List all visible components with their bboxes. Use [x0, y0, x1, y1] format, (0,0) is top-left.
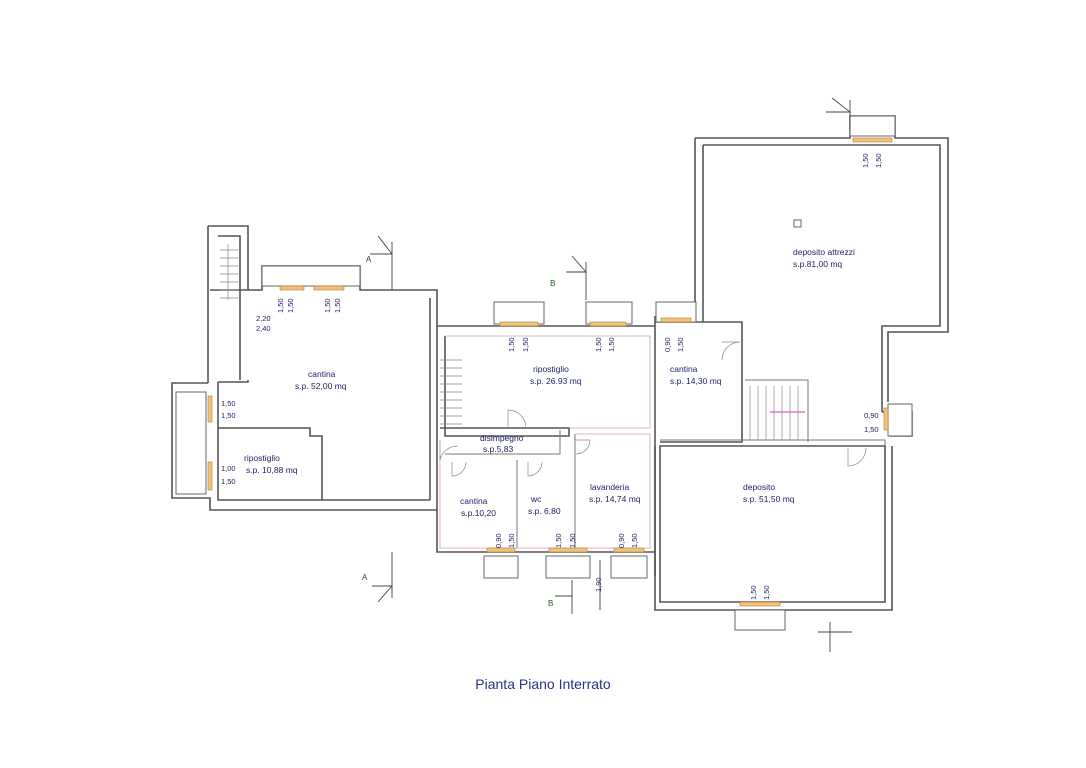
room-area: s.p.81,00 mq — [793, 259, 842, 269]
dim-label: 1,50 — [749, 585, 758, 600]
room-area: s.p. 6,80 — [528, 506, 561, 516]
cut-a-top: A — [366, 255, 372, 264]
dim-label: 1,50 — [607, 337, 616, 352]
room-labels: cantina s.p. 52,00 mq ripostiglio s.p. 1… — [244, 247, 855, 518]
room-area: s.p. 14,30 mq — [670, 376, 722, 386]
cut-b-bottom: B — [548, 599, 553, 608]
doors — [439, 219, 867, 477]
dim-label: 1,50 — [221, 399, 236, 408]
dim-label: 0,90 — [617, 533, 626, 548]
dim-label: 1,50 — [521, 337, 530, 352]
room-area: s.p.5,83 — [483, 444, 514, 454]
room-name: ripostiglio — [244, 453, 280, 463]
dim-label: 0,90 — [494, 533, 503, 548]
room-area: s.p. 51,50 mq — [743, 494, 795, 504]
room-name: deposito attrezzi — [793, 247, 855, 257]
dim-label: 1,50 — [874, 153, 883, 168]
room-area: s.p. 10,88 mq — [246, 465, 298, 475]
dim-label: 1,50 — [323, 298, 332, 313]
room-name: disimpegno — [480, 433, 524, 443]
stairs — [220, 244, 805, 440]
room-area: s.p. 26.93 mq — [530, 376, 582, 386]
room-area: s.p. 14,74 mq — [589, 494, 641, 504]
dimension-labels: 1,50 1,50 1,50 1,50 2,20 2,40 1,50 1,50 … — [221, 153, 883, 600]
dim-label: 0,90 — [663, 337, 672, 352]
dim-label: 1,50 — [507, 337, 516, 352]
room-name: wc — [530, 494, 542, 504]
room-name: cantina — [308, 369, 336, 379]
section-markers — [370, 97, 852, 652]
plan-title: Pianta Piano Interrato — [475, 676, 611, 692]
room-name: ripostiglio — [533, 364, 569, 374]
dim-label: 1,50 — [630, 533, 639, 548]
room-area: s.p. 52,00 mq — [295, 381, 347, 391]
dim-label: 1,50 — [594, 337, 603, 352]
dim-label: 1,50 — [762, 585, 771, 600]
dim-label: 2,20 — [256, 314, 271, 323]
room-area: s.p.10,20 — [461, 508, 496, 518]
dim-label: 1,50 — [333, 298, 342, 313]
dim-label: 1,50 — [276, 298, 285, 313]
dim-label: 0,90 — [864, 411, 879, 420]
dim-label: 1,50 — [676, 337, 685, 352]
cut-a-bottom: A — [362, 573, 368, 582]
dim-label: 1,50 — [286, 298, 295, 313]
dim-label: 1,00 — [221, 464, 236, 473]
dim-label: 1,50 — [554, 533, 563, 548]
dim-label: 1,50 — [864, 425, 879, 434]
dim-label: 1,90 — [594, 577, 603, 592]
room-name: deposito — [743, 482, 775, 492]
dim-label: 1,50 — [568, 533, 577, 548]
window-bays — [175, 115, 913, 631]
room-name: lavanderia — [590, 482, 629, 492]
cut-b-top: B — [550, 279, 555, 288]
room-name: cantina — [670, 364, 698, 374]
dim-label: 1,50 — [221, 477, 236, 486]
dim-label: 2,40 — [256, 324, 271, 333]
dim-label: 1,50 — [507, 533, 516, 548]
room-name: cantina — [460, 496, 488, 506]
dim-label: 1,50 — [861, 153, 870, 168]
dim-label: 1,50 — [221, 411, 236, 420]
